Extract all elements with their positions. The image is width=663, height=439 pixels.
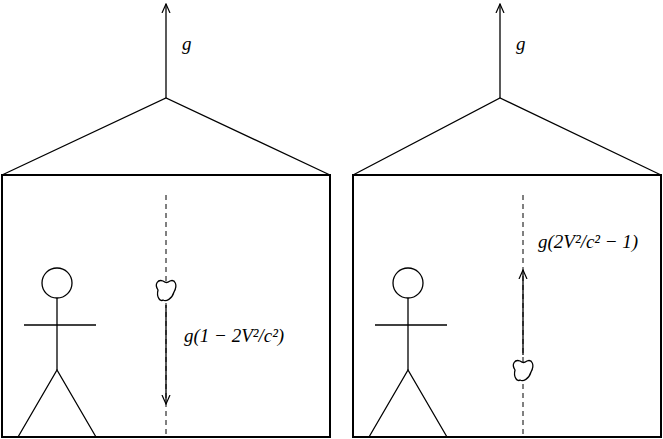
apple-acceleration-label: g(1 − 2V²/c²) (182, 326, 286, 347)
gravity-label: g (514, 34, 528, 55)
gravity-label: g (180, 34, 194, 55)
apple-acceleration-label: g(2V²/c² − 1) (536, 232, 640, 253)
